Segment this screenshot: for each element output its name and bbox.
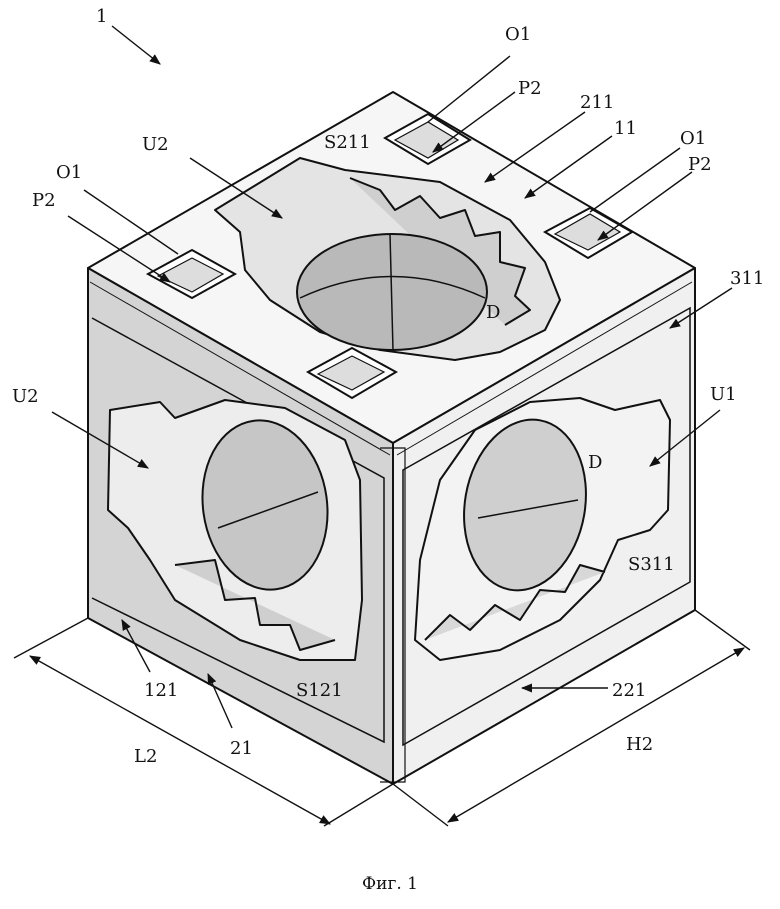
label-o1-left: O1 [56, 162, 82, 183]
label-s121: S121 [296, 680, 343, 701]
leader-p2-right [598, 172, 692, 240]
figure-caption: Фиг. 1 [0, 874, 780, 894]
label-21: 21 [230, 738, 253, 759]
label-s311: S311 [628, 554, 675, 575]
label-11: 11 [614, 118, 637, 139]
label-221: 221 [612, 680, 646, 701]
label-311: 311 [730, 268, 764, 289]
label-o1-right: O1 [680, 128, 706, 149]
leader-o1-right [590, 148, 680, 212]
ext-h2-right [695, 610, 750, 650]
label-u1-right: U1 [710, 384, 737, 405]
label-121: 121 [144, 680, 178, 701]
label-d-right: D [588, 452, 602, 473]
ext-l2-right [324, 784, 393, 826]
label-d-top: D [486, 302, 500, 323]
ext-h2-left [393, 784, 448, 826]
label-s211: S211 [324, 132, 371, 153]
label-p2-top: P2 [518, 78, 542, 99]
label-211: 211 [580, 92, 614, 113]
label-o1-top: O1 [505, 24, 531, 45]
label-u2-left: U2 [12, 386, 39, 407]
leader-o1-top [428, 56, 510, 122]
label-u2-top: U2 [142, 134, 169, 155]
ext-l2-left [14, 618, 88, 658]
label-l2: L2 [134, 746, 157, 767]
label-ref-1: 1 [96, 6, 107, 27]
label-h2: H2 [626, 734, 653, 755]
leader-1 [112, 26, 160, 64]
leader-211 [485, 112, 585, 182]
label-p2-right: P2 [688, 154, 712, 175]
label-p2-left: P2 [32, 190, 56, 211]
